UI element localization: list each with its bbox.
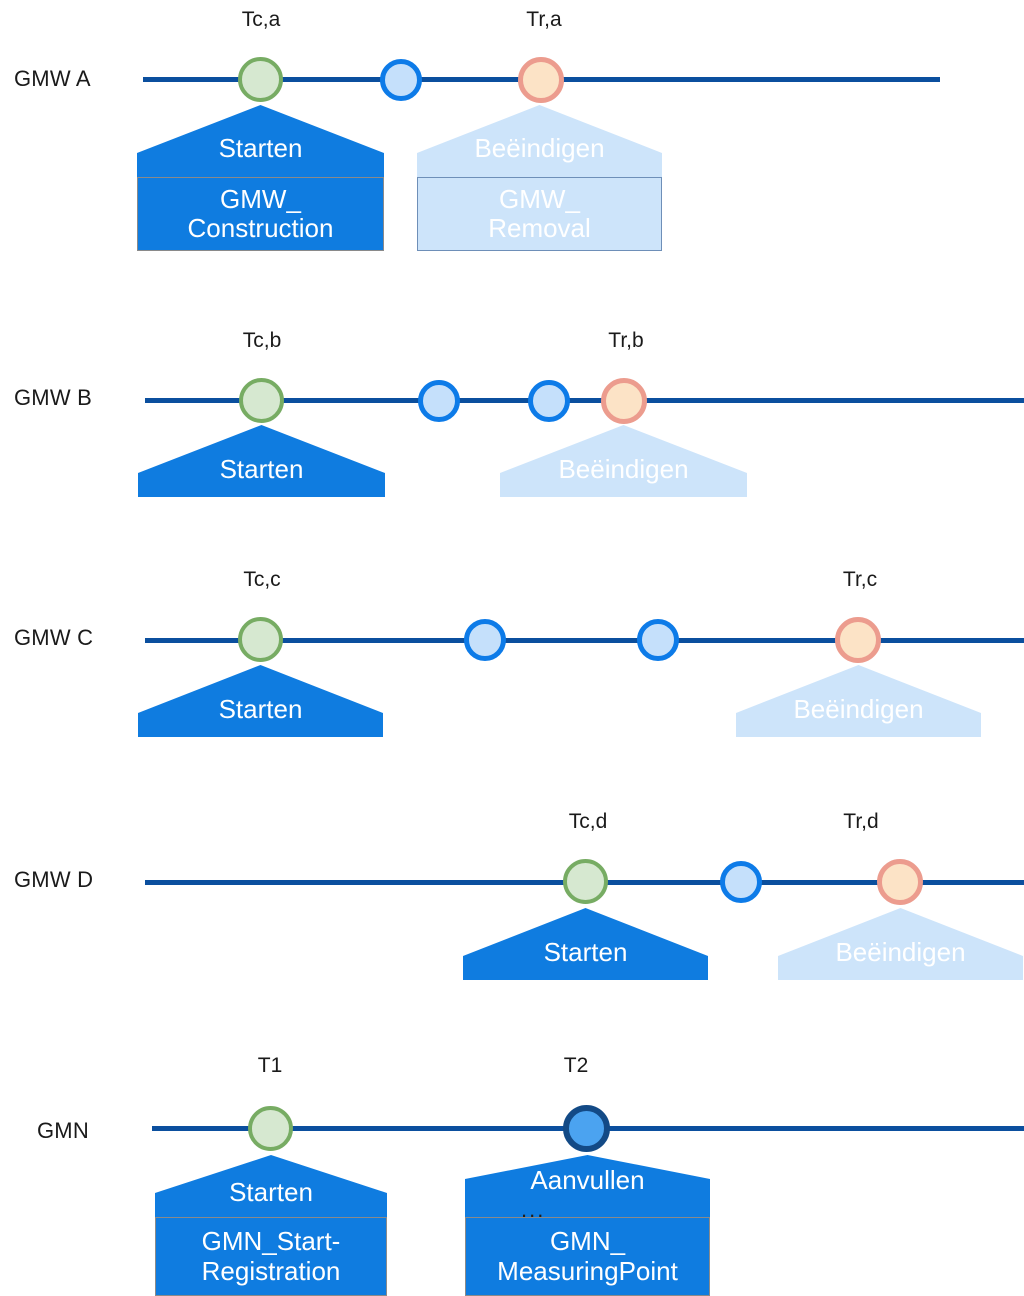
callout-box: GMN_Start-Registration [155,1217,387,1296]
timeline-row-gmw-b: GMW B Tc,b Tr,b Starten Beëindigen [0,320,1024,540]
tick-label-tc-a: Tc,a [241,8,281,31]
tick-label-tc-c: Tc,c [243,568,281,591]
pentagon-shape-icon [465,1155,710,1217]
axis-gmw-b [145,398,1024,403]
callout-beeindigen-gmw-removal[interactable]: Beëindigen GMW_Removal [417,105,662,251]
callout-beeindigen-gmw-d[interactable]: Beëindigen [778,908,1023,980]
pentagon-shape-icon [463,908,708,980]
callout-beeindigen-gmw-c[interactable]: Beëindigen [736,665,981,737]
marker-measuring-point-gmn[interactable] [563,1105,610,1152]
callout-box: GMW_Construction [137,177,384,251]
pentagon-shape-icon [137,105,384,177]
marker-construction-gmw-d[interactable] [563,859,608,904]
callout-box-text: GMN_MeasuringPoint [497,1226,678,1286]
tick-label-tr-c: Tr,c [842,568,878,591]
tick-label-tc-d: Tc,d [568,810,608,833]
timeline-row-gmw-a: GMW A Tc,a Tr,a Starten GMW_Construction… [0,0,1024,270]
callout-starten-gmw-b[interactable]: Starten [138,425,385,497]
callout-box: GMN_MeasuringPoint [465,1217,710,1296]
callout-aanvullen-gmn-measuringpoint[interactable]: Aanvullen ... GMN_MeasuringPoint [465,1155,710,1296]
marker-intermediate-1-gmw-d[interactable] [720,861,762,903]
marker-intermediate-2-gmw-b[interactable] [528,380,570,422]
timeline-row-gmw-d: GMW D Tc,d Tr,d Starten Beëindigen [0,800,1024,1020]
row-label-gmw-d: GMW D [14,867,94,892]
marker-removal-gmw-c[interactable] [835,617,881,663]
marker-construction-gmw-a[interactable] [238,57,283,102]
marker-start-registration-gmn[interactable] [248,1106,293,1151]
callout-headline: Starten [218,133,303,163]
axis-gmw-c [145,638,1024,643]
pentagon-shape-icon [778,908,1023,980]
callout-starten-gmw-d[interactable]: Starten [463,908,708,980]
row-label-gmw-b: GMW B [14,385,92,410]
row-label-gmw-a: GMW A [14,66,91,91]
ellipsis-more-icon: ... [521,1197,546,1222]
marker-construction-gmw-c[interactable] [238,617,283,662]
tick-label-tr-d: Tr,d [843,810,879,833]
pentagon-shape-icon [155,1155,387,1217]
marker-intermediate-1-gmw-a[interactable] [380,59,422,101]
row-label-gmn: GMN [37,1118,89,1143]
callout-headline: Beëindigen [558,454,689,484]
callout-headline: Beëindigen [793,694,924,724]
pentagon-shape-icon [138,665,383,737]
marker-intermediate-2-gmw-c[interactable] [637,619,679,661]
tick-label-t1: T1 [257,1054,283,1077]
tick-label-tr-a: Tr,a [526,8,562,31]
timeline-row-gmw-c: GMW C Tc,c Tr,c Starten Beëindigen [0,560,1024,780]
callout-box-text: GMW_Removal [488,183,591,243]
marker-removal-gmw-b[interactable] [601,378,647,424]
callout-headline: Starten [229,1177,313,1207]
pentagon-shape-icon [736,665,981,737]
pentagon-shape-icon [417,105,662,177]
pentagon-shape-icon [138,425,385,497]
callout-starten-gmn-startregistration[interactable]: Starten GMN_Start-Registration [155,1155,387,1296]
marker-removal-gmw-d[interactable] [877,859,923,905]
callout-box: GMW_Removal [417,177,662,251]
callout-headline: Starten [543,937,628,967]
callout-headline: Beëindigen [835,937,966,967]
callout-starten-gmw-construction[interactable]: Starten GMW_Construction [137,105,384,251]
marker-intermediate-1-gmw-b[interactable] [418,380,460,422]
callout-box-text: GMW_Construction [187,183,334,243]
callout-headline: Aanvullen [530,1165,645,1195]
tick-label-t2: T2 [563,1054,589,1077]
tick-label-tr-b: Tr,b [608,329,644,352]
timeline-row-gmn: GMN T1 T2 Starten GMN_Start-Registration… [0,1030,1024,1296]
callout-box-text: GMN_Start-Registration [201,1226,341,1286]
marker-removal-gmw-a[interactable] [518,57,564,103]
callout-starten-gmw-c[interactable]: Starten [138,665,383,737]
row-label-gmw-c: GMW C [14,625,94,650]
marker-construction-gmw-b[interactable] [239,378,284,423]
callout-headline: Beëindigen [474,133,605,163]
tick-label-tc-b: Tc,b [242,329,282,352]
callout-beeindigen-gmw-b[interactable]: Beëindigen [500,425,747,497]
marker-intermediate-1-gmw-c[interactable] [464,619,506,661]
pentagon-shape-icon [500,425,747,497]
callout-headline: Starten [218,694,303,724]
callout-headline: Starten [219,454,304,484]
